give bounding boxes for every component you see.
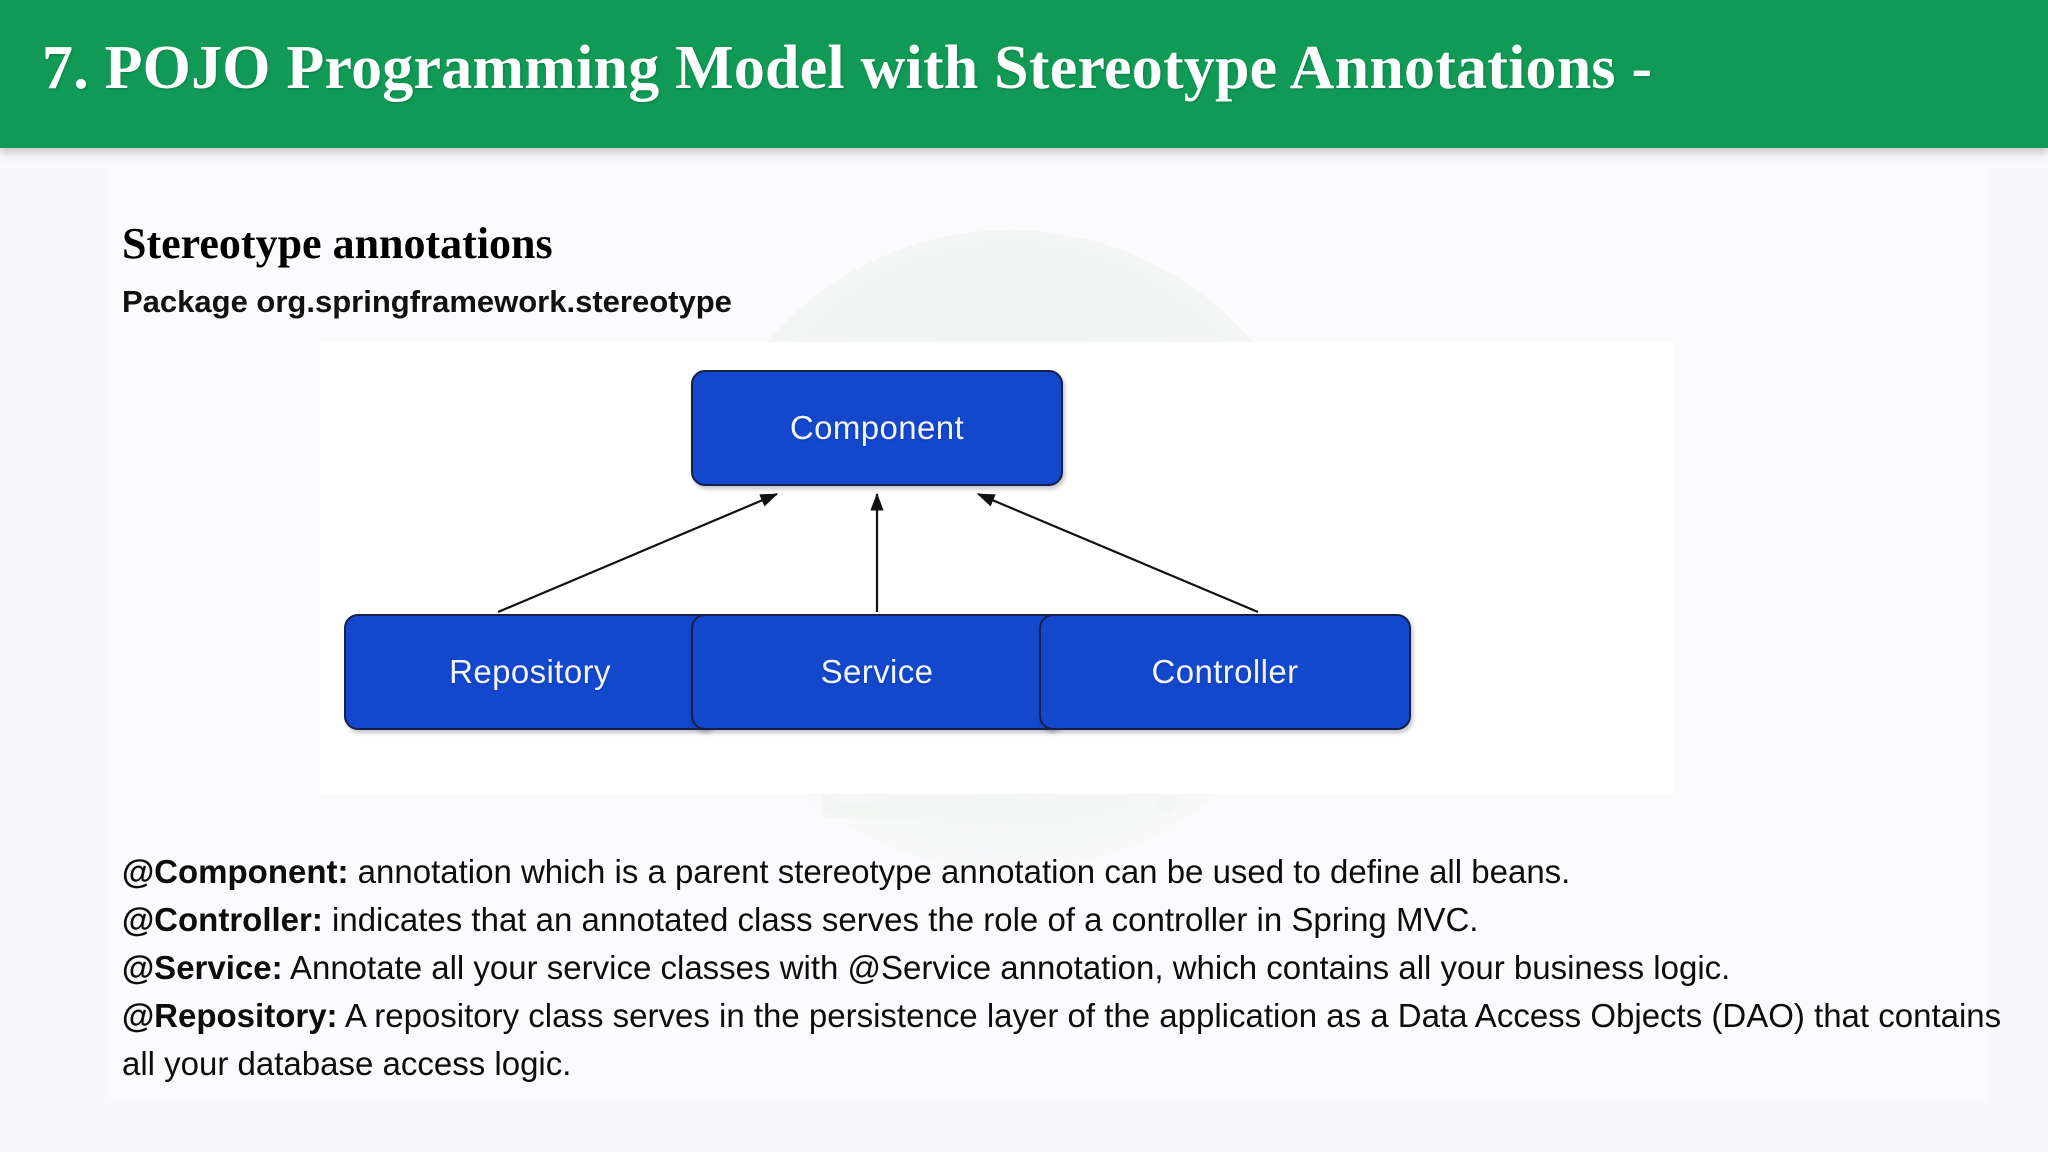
description-service-text: Annotate all your service classes with @… [282,949,1731,986]
page-title: 7. POJO Programming Model with Stereotyp… [42,34,1653,102]
annotation-descriptions: @Component: annotation which is a parent… [122,848,2012,1088]
description-service: @Service: Annotate all your service clas… [122,944,2012,992]
node-service[interactable]: Service [691,614,1063,730]
edge-repository-to-component [497,492,779,614]
description-controller: @Controller: indicates that an annotated… [122,896,2012,944]
node-controller[interactable]: Controller [1039,614,1411,730]
node-component-label: Component [789,409,965,446]
description-controller-text: indicates that an annotated class serves… [322,901,1479,938]
section-heading: Stereotype annotations [122,219,553,268]
description-repository: @Repository: A repository class serves i… [122,992,2012,1088]
package-label: Package org.springframework.stereotype [122,284,732,319]
description-controller-term: @Controller: [122,901,323,938]
description-component-text: annotation which is a parent stereotype … [348,853,1571,890]
node-controller-label: Controller [1151,653,1299,690]
slide-header: 7. POJO Programming Model with Stereotyp… [0,0,2048,148]
edge-controller-to-component [976,492,1259,614]
description-repository-text: A repository class serves in the persist… [122,997,2002,1082]
stereotype-hierarchy-diagram: Component Repository Service Controller [320,342,1674,794]
node-repository[interactable]: Repository [344,614,716,730]
description-service-term: @Service: [122,949,283,986]
node-service-label: Service [820,653,934,690]
description-component: @Component: annotation which is a parent… [122,848,2012,896]
description-component-term: @Component: [122,853,349,890]
node-component[interactable]: Component [691,370,1063,486]
description-repository-term: @Repository: [122,997,338,1034]
node-repository-label: Repository [449,653,611,690]
